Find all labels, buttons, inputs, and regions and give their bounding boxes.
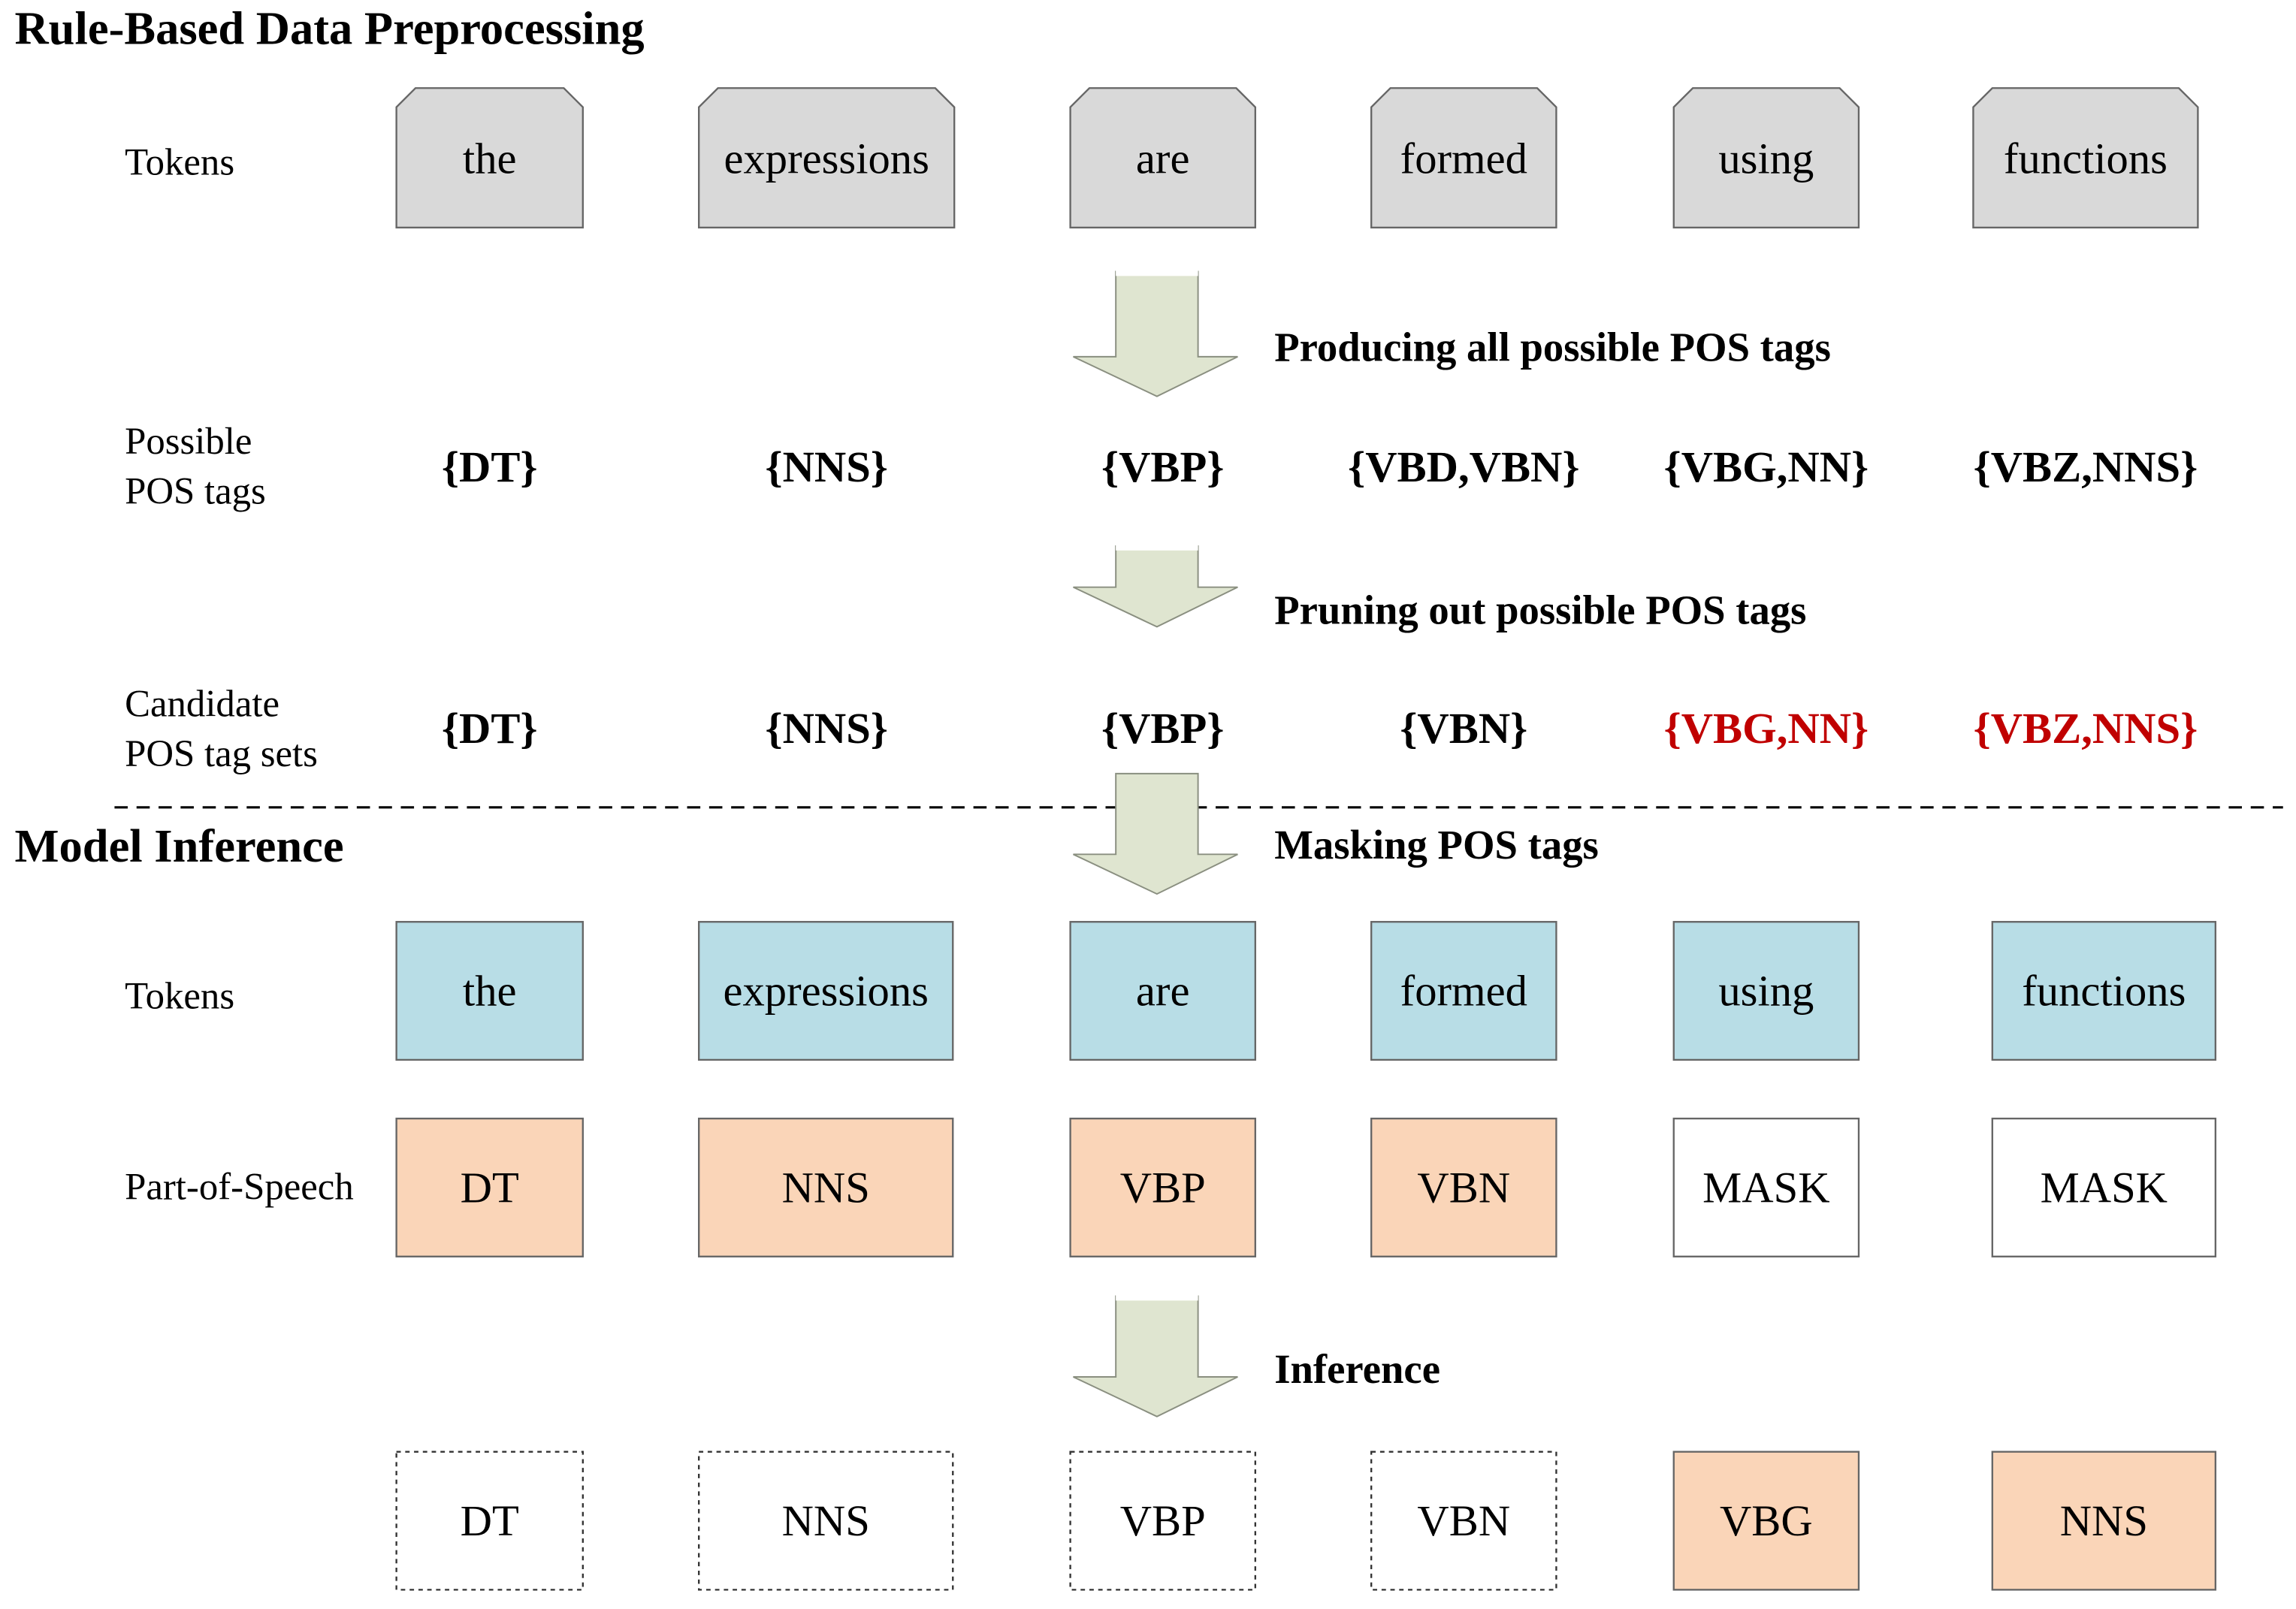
inferred-pos-label: DT [461, 1496, 519, 1545]
diagram-rows: the expressions are formed using functions {DT… [395, 87, 2217, 1591]
arrow-produce [1073, 268, 1238, 397]
step-label-mask: Masking POS tags [1274, 822, 1599, 868]
pos-box-label: NNS [782, 1163, 870, 1212]
step-label-prune: Pruning out possible POS tags [1274, 587, 1806, 633]
pos-box-masked [1672, 1117, 1860, 1257]
pos-box-masked [1991, 1117, 2217, 1257]
inferred-pos-box-given [1069, 1451, 1256, 1591]
pos-box-label: VBN [1417, 1163, 1510, 1212]
inferred-pos-label: VBN [1417, 1496, 1510, 1545]
pos-box-label: MASK [2041, 1163, 2168, 1212]
possible-tag-set: {NNS} [765, 442, 887, 491]
inferred-pos-box-predicted [1991, 1451, 2217, 1591]
token-card-top [395, 87, 584, 229]
inferred-pos-label: NNS [782, 1496, 870, 1545]
token-card-top [1972, 87, 2199, 229]
token-card-top [1370, 87, 1557, 229]
inferred-pos-label: NNS [2060, 1496, 2148, 1545]
arrow-inference [1073, 1293, 1238, 1417]
token-box-bottom-label: the [463, 967, 517, 1016]
row-label-possible-line1: Possible [125, 420, 252, 462]
row-label-part-of-speech: Part-of-Speech [125, 1166, 354, 1208]
token-card-top-label: expressions [724, 134, 929, 183]
inference-section-title: Model Inference [15, 820, 344, 872]
step-label-inference: Inference [1274, 1346, 1440, 1392]
pos-box-label: VBP [1120, 1163, 1206, 1212]
token-card-top-label: using [1718, 134, 1814, 183]
token-box-bottom [1672, 921, 1860, 1061]
token-box-bottom-label: are [1136, 967, 1190, 1016]
inferred-pos-box-predicted [1672, 1451, 1860, 1591]
possible-tag-set: {VBP} [1101, 442, 1224, 491]
token-card-top-label: formed [1400, 134, 1527, 183]
candidate-tag-set: {DT} [442, 704, 538, 753]
possible-tag-set: {VBD,VBN} [1348, 442, 1579, 491]
candidate-tag-set: {VBZ,NNS} [1974, 704, 2198, 753]
pos-box [1370, 1117, 1557, 1257]
token-box-bottom-label: expressions [723, 967, 928, 1016]
row-label-tokens-bottom: Tokens [125, 975, 234, 1017]
pos-box [1069, 1117, 1256, 1257]
possible-tag-set: {VBG,NN} [1664, 442, 1869, 491]
token-box-bottom [1069, 921, 1256, 1061]
token-card-top [1672, 87, 1860, 229]
token-card-top [698, 87, 956, 229]
arrow-mask [1073, 772, 1238, 895]
arrow-prune [1073, 543, 1238, 628]
pos-box-label: MASK [1702, 1163, 1829, 1212]
pos-box-label: DT [461, 1163, 519, 1212]
possible-tag-set: {DT} [442, 442, 538, 491]
token-box-bottom [698, 921, 954, 1061]
possible-tag-set: {VBZ,NNS} [1974, 442, 2198, 491]
inferred-pos-label: VBP [1120, 1496, 1206, 1545]
inferred-pos-box-given [698, 1451, 954, 1591]
candidate-tag-set: {VBN} [1400, 704, 1527, 753]
token-box-bottom-label: using [1718, 967, 1814, 1016]
pos-box [395, 1117, 584, 1257]
token-box-bottom-label: formed [1400, 967, 1527, 1016]
token-box-bottom-label: functions [2022, 967, 2186, 1016]
token-box-bottom [395, 921, 584, 1061]
candidate-tag-set: {NNS} [765, 704, 887, 753]
inferred-pos-label: VBG [1720, 1496, 1813, 1545]
token-card-top-label: functions [2004, 134, 2168, 183]
pos-box [698, 1117, 954, 1257]
row-label-candidate-line2: POS tag sets [125, 732, 318, 774]
row-label-possible-line2: POS tags [125, 469, 266, 512]
token-card-top-label: the [463, 134, 517, 183]
token-box-bottom [1991, 921, 2217, 1061]
candidate-tag-set: {VBG,NN} [1664, 704, 1869, 753]
token-box-bottom [1370, 921, 1557, 1061]
step-label-produce: Producing all possible POS tags [1274, 325, 1831, 370]
row-label-tokens-top: Tokens [125, 141, 234, 183]
token-card-top-label: are [1136, 134, 1190, 183]
row-label-candidate-line1: Candidate [125, 683, 279, 725]
inferred-pos-box-given [1370, 1451, 1557, 1591]
candidate-tag-set: {VBP} [1101, 704, 1224, 753]
inferred-pos-box-given [395, 1451, 584, 1591]
preprocessing-section-title: Rule-Based Data Preprocessing [15, 2, 645, 55]
token-card-top [1069, 87, 1256, 229]
